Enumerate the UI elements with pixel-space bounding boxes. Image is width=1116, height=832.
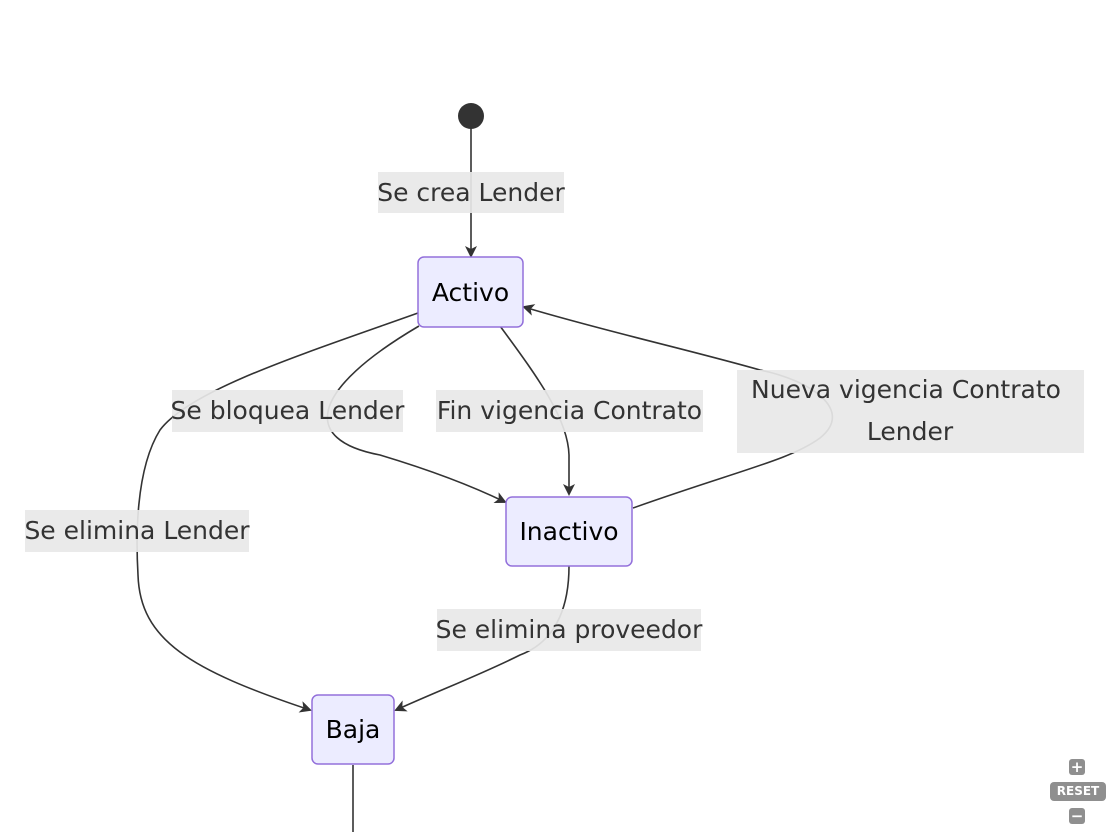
edge-label-se-elimina-lender: Se elimina Lender (24, 510, 250, 552)
zoom-out-button[interactable]: − (1069, 808, 1085, 824)
edge-label-nueva-vigencia-contrato-lender: Nueva vigencia Contrato Lender (737, 370, 1084, 453)
zoom-controls: + RESET − (1050, 758, 1106, 826)
edge-label-se-bloquea-lender: Se bloquea Lender (171, 390, 406, 432)
edge-label-se-elimina-proveedor-text: Se elimina proveedor (436, 615, 703, 644)
state-activo-label: Activo (432, 278, 509, 307)
state-baja[interactable]: Baja (311, 694, 395, 765)
state-activo-box (417, 256, 524, 328)
edge-label-nueva-vigencia-line2: Lender (867, 417, 954, 446)
edge-label-se-crea-lender-text: Se crea Lender (377, 178, 565, 207)
start-state (458, 103, 484, 129)
state-inactivo[interactable]: Inactivo (505, 496, 633, 567)
edge-label-fin-vigencia-contrato-text: Fin vigencia Contrato (437, 396, 702, 425)
edge-label-se-crea-lender: Se crea Lender (377, 172, 566, 213)
state-baja-box (311, 694, 395, 765)
zoom-in-button[interactable]: + (1069, 759, 1085, 775)
edge-activo-to-inactivo-bloqueo (326, 325, 507, 504)
state-activo[interactable]: Activo (417, 256, 524, 328)
edges (136, 128, 834, 832)
edge-label-se-elimina-lender-text: Se elimina Lender (24, 516, 250, 545)
edge-activo-to-baja (136, 312, 419, 713)
edge-label-nueva-vigencia-line1: Nueva vigencia Contrato (751, 375, 1061, 404)
edge-label-se-bloquea-lender-text: Se bloquea Lender (171, 396, 406, 425)
edge-label-fin-vigencia-contrato: Fin vigencia Contrato (436, 390, 703, 432)
edge-label-se-elimina-proveedor: Se elimina proveedor (436, 609, 703, 651)
minus-icon: − (1070, 807, 1084, 825)
state-baja-label: Baja (326, 715, 381, 744)
plus-icon: + (1070, 758, 1084, 776)
state-inactivo-box (505, 496, 633, 567)
state-inactivo-label: Inactivo (519, 517, 618, 546)
edge-inactivo-to-baja (394, 565, 570, 712)
reset-button[interactable]: RESET (1050, 782, 1106, 801)
